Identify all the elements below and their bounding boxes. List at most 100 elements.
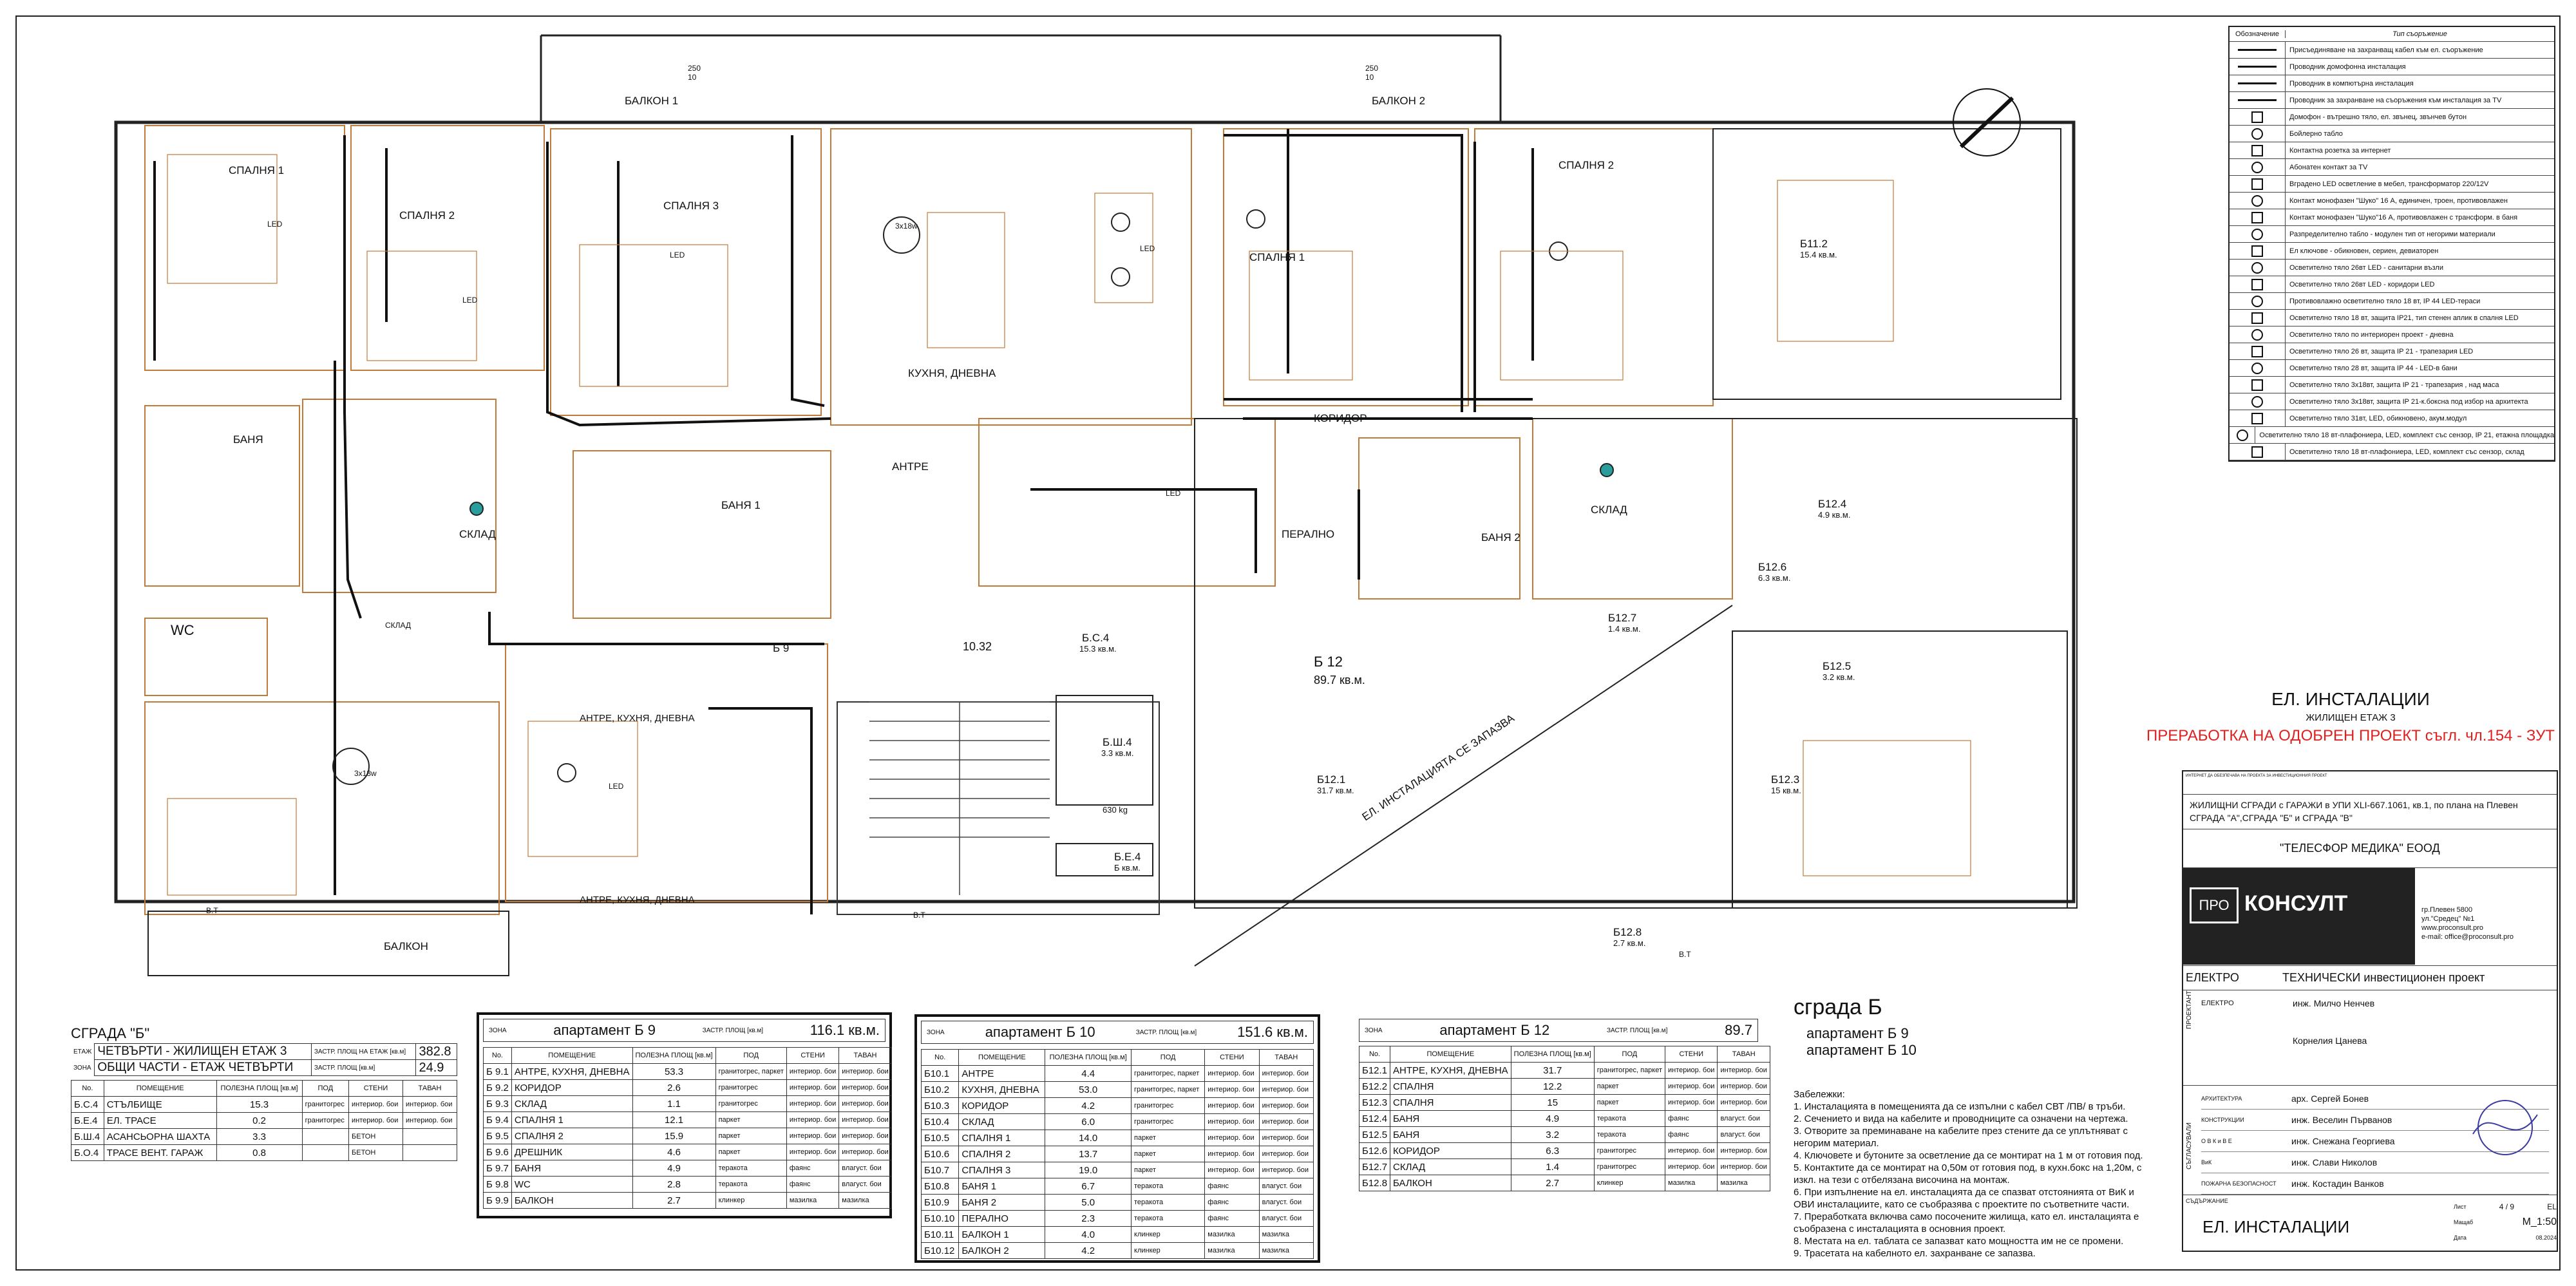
diagram-subtitle: ЖИЛИЩЕН ЕТАЖ 3 (2306, 712, 2396, 723)
table-cell: 6.0 (1045, 1113, 1132, 1130)
note-item: 8. Местата на ел. таблата се запазват ка… (1794, 1236, 2124, 1247)
table-cell: 3.3 (216, 1128, 303, 1145)
legend-item: Осветително тяло 3x18вт, защита IP 21 - … (2230, 377, 2554, 393)
table-cell: 3.2 (1510, 1126, 1595, 1143)
legend-symbol-icon (2230, 343, 2286, 359)
table-header: СТЕНИ (348, 1080, 403, 1097)
legend-item: Бойлерно табло (2230, 126, 2554, 142)
table-header: ТАВАН (402, 1080, 458, 1097)
legend-symbol-icon (2230, 260, 2286, 276)
table-cell: мазилка (1258, 1242, 1314, 1259)
room-label: Б 12 (1314, 654, 1343, 670)
table-cell: БАНЯ (1390, 1110, 1511, 1127)
legend-symbol-icon (2230, 360, 2286, 376)
table-cell: 1.1 (632, 1095, 716, 1112)
legend-item: Проводник за захранване на съоръжения къ… (2230, 92, 2554, 109)
title-block: ИНТЕРНЕТ ДА ОБЕЗПЕЧАВА НА ПРОЕКТА ЗА ИНВ… (2182, 770, 2558, 1252)
room-label: СПАЛНЯ 2 (1558, 159, 1614, 171)
table-cell: фаянс (1204, 1210, 1260, 1227)
table-cell: интериор. бои (1665, 1062, 1718, 1079)
table-cell: Б12.4 (1358, 1110, 1391, 1127)
note-item: 2. Сечението и вида на кабелите и провод… (1794, 1113, 2128, 1124)
apt-b9-header: ЗОНА апартамент Б 9 ЗАСТР. ПЛОЩ [кв.м] 1… (483, 1019, 886, 1042)
table-cell: клинкер (715, 1192, 787, 1209)
table-cell: Б10.5 (920, 1130, 960, 1146)
table-cell: влагуст. бои (838, 1176, 892, 1193)
fixtures (332, 209, 1614, 785)
table-cell: БЕТОН (348, 1144, 403, 1161)
note-item: ОВИ инсталациите, като се съобразява с п… (1794, 1199, 2130, 1210)
table-cell: интериор. бои (786, 1128, 840, 1144)
table-cell: WC (511, 1176, 633, 1193)
table-cell: интериор. бои (1204, 1162, 1260, 1178)
table-cell: мазилка (1204, 1226, 1260, 1243)
table-header: ТАВАН (838, 1047, 892, 1064)
table-cell: 14.0 (1045, 1130, 1132, 1146)
company-contacts: гр.Плевен 5800 ул."Средец" №1 www.procon… (2421, 906, 2514, 941)
table-cell: 6.3 (1510, 1142, 1595, 1159)
legend-item: Контакт монофазен "Шуко" 16 А, единичен,… (2230, 193, 2554, 209)
legend-symbol-icon (2230, 393, 2286, 410)
table-cell: гранитогрес (1131, 1097, 1206, 1114)
table-cell: Б10.2 (920, 1081, 960, 1098)
table-cell: теракота (1131, 1210, 1206, 1227)
table-cell: интериор. бои (1258, 1130, 1314, 1146)
tb-drawing-title: ЕЛ. ИНСТАЛАЦИИ (2202, 1217, 2350, 1236)
legend-symbol-icon (2230, 226, 2286, 242)
notes-title: Забележки: (1794, 1089, 1845, 1100)
room-label: Б12.7 (1608, 612, 1636, 624)
table-cell: АНТРЕ, КУХНЯ, ДНЕВНА (511, 1063, 633, 1080)
table-cell: Б10.9 (920, 1194, 960, 1211)
table-cell: 12.2 (1510, 1078, 1595, 1095)
legend-item: Домофон - вътрешно тяло, ел. звънец, звъ… (2230, 109, 2554, 126)
room-label: Б12.6 (1758, 561, 1786, 573)
legend-item: Ел ключове - обикновен, сериен, девиатор… (2230, 243, 2554, 260)
table-cell: фаянс (1204, 1194, 1260, 1211)
table-header: СТЕНИ (1204, 1049, 1260, 1066)
legend-item: Осветително тяло 26вт LED - коридори LED (2230, 276, 2554, 293)
table-cell: 12.1 (632, 1111, 716, 1128)
svg-text:10: 10 (688, 73, 697, 82)
table-cell: ПЕРАЛНО (958, 1210, 1046, 1227)
tb-project: ЖИЛИЩНИ СГРАДИ с ГАРАЖИ в УПИ XLI-667.10… (2183, 795, 2557, 829)
table-cell: БАЛКОН (511, 1192, 633, 1209)
table-cell: Б10.8 (920, 1178, 960, 1195)
table-cell: 5.0 (1045, 1194, 1132, 1211)
floor-plan: БАЛКОН 1 БАЛКОН 2 СПАЛНЯ 1 СПАЛНЯ 2 СПАЛ… (114, 34, 2078, 976)
table-cell: гранитогрес, паркет (715, 1063, 787, 1080)
table-cell: гранитогрес, паркет (1593, 1062, 1666, 1079)
table-cell: ЕЛ. ТРАСЕ (103, 1112, 217, 1129)
room-label: Б12.8 (1613, 926, 1642, 938)
room-label: БАНЯ 2 (1481, 531, 1520, 544)
table-cell: КОРИДОР (1390, 1142, 1511, 1159)
legend-item: Противовлажно осветително тяло 18 вт, IP… (2230, 293, 2554, 310)
legend-item: Контактна розетка за интернет (2230, 142, 2554, 159)
table-cell: Б 9.6 (483, 1144, 512, 1160)
room-area: 3.2 кв.м. (1823, 672, 1855, 682)
legend-item: Проводник в компютърна инсталация (2230, 75, 2554, 92)
revision-note: ПРЕРАБОТКА НА ОДОБРЕН ПРОЕКТ съгл. чл.15… (2146, 727, 2555, 744)
table-header: ПОЛЕЗНА ПЛОЩ [кв.м] (1045, 1049, 1132, 1066)
building-apt-2: апартамент Б 10 (1806, 1042, 1917, 1058)
table-cell: интериор. бои (838, 1144, 892, 1160)
table-cell: Б 9.2 (483, 1079, 512, 1096)
table-cell: Б12.8 (1358, 1175, 1391, 1191)
table-cell: фаянс (1665, 1110, 1718, 1127)
table-cell: 53.3 (632, 1063, 716, 1080)
table-cell (301, 1144, 350, 1161)
table-cell: интериор. бои (1204, 1097, 1260, 1114)
table-cell: паркет (715, 1144, 787, 1160)
room-label: БАНЯ (233, 433, 263, 446)
legend-item: Разпределително табло - модулен тип от н… (2230, 226, 2554, 243)
svg-text:250: 250 (688, 64, 701, 73)
room-label: СПАЛНЯ 2 (399, 209, 455, 222)
table-cell: теракота (1131, 1178, 1206, 1195)
